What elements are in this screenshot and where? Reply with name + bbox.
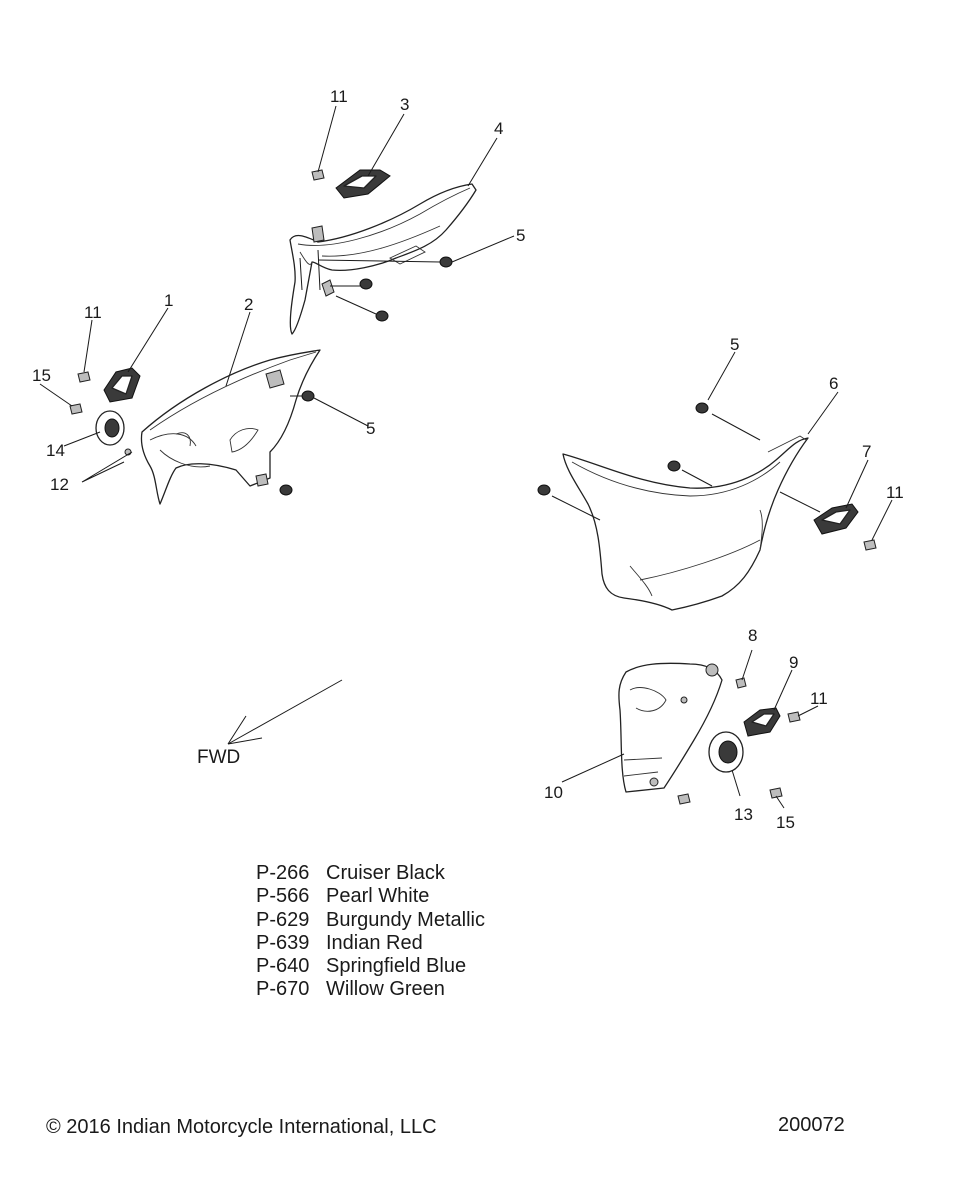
callout-11: 11 <box>330 87 348 106</box>
paint-code-row: P-639 Indian Red <box>256 932 485 955</box>
callout-7: 7 <box>862 442 871 461</box>
callout-10: 10 <box>544 783 563 802</box>
paint-code: P-266 <box>256 862 310 884</box>
callout-11: 11 <box>810 689 828 708</box>
part-14-grommet <box>95 410 125 446</box>
callout-4: 4 <box>494 119 503 138</box>
part-4-upper-cover <box>289 183 477 335</box>
callout-3: 3 <box>400 95 409 114</box>
part-10-lower-cover <box>618 662 723 793</box>
part-5-nuts <box>279 256 709 496</box>
paint-code: P-639 <box>256 931 310 954</box>
part-1-cap <box>103 367 141 403</box>
screws <box>69 169 877 805</box>
paint-code-row: P-640 Springfield Blue <box>256 955 485 978</box>
callout-12: 12 <box>50 475 69 494</box>
part-6-right-side-cover <box>562 435 809 611</box>
part-9-cap <box>743 707 781 737</box>
callout-6: 6 <box>829 374 838 393</box>
paint-code: P-566 <box>256 885 310 908</box>
paint-code: P-670 <box>256 978 310 1001</box>
callout-numbers: 11 3 4 5 1 2 11 15 5 14 12 5 6 7 11 8 9 … <box>32 87 904 832</box>
fwd-label: FWD <box>197 747 240 768</box>
paint-code-row: P-266 Cruiser Black <box>256 862 485 885</box>
paint-name: Willow Green <box>326 978 445 1001</box>
paint-name: Springfield Blue <box>326 955 467 978</box>
callout-2: 2 <box>244 295 253 314</box>
callout-5: 5 <box>730 335 739 354</box>
assembly-lines <box>290 259 821 521</box>
paint-name: Burgundy Metallic <box>326 908 485 931</box>
part-13-grommet <box>708 731 744 773</box>
part-7-cap <box>813 503 859 535</box>
callout-1: 1 <box>164 291 173 310</box>
callout-11: 11 <box>84 303 102 322</box>
paint-name: Cruiser Black <box>326 862 445 884</box>
callout-5: 5 <box>516 226 525 245</box>
paint-code-row: P-629 Burgundy Metallic <box>256 909 485 932</box>
callout-14: 14 <box>46 441 65 460</box>
callout-13: 13 <box>734 805 753 824</box>
paint-name: Pearl White <box>326 885 430 908</box>
callout-5: 5 <box>366 419 375 438</box>
paint-code-legend: P-266 Cruiser Black P-566 Pearl White P-… <box>256 862 485 1002</box>
fwd-arrow <box>227 679 343 745</box>
callout-8: 8 <box>748 626 757 645</box>
paint-name: Indian Red <box>326 931 423 954</box>
part-3-cap <box>335 169 391 199</box>
callout-15: 15 <box>776 813 795 832</box>
paint-code-row: P-566 Pearl White <box>256 885 485 908</box>
drawing-number: 200072 <box>778 1114 845 1136</box>
paint-code: P-640 <box>256 955 310 978</box>
callout-15: 15 <box>32 366 51 385</box>
callout-11: 11 <box>886 483 904 502</box>
paint-code-row: P-670 Willow Green <box>256 978 485 1001</box>
callout-9: 9 <box>789 653 798 672</box>
part-2-left-side-cover <box>140 349 321 505</box>
leader-lines <box>39 105 893 809</box>
paint-code: P-629 <box>256 908 310 931</box>
copyright-notice: © 2016 Indian Motorcycle International, … <box>46 1116 437 1138</box>
